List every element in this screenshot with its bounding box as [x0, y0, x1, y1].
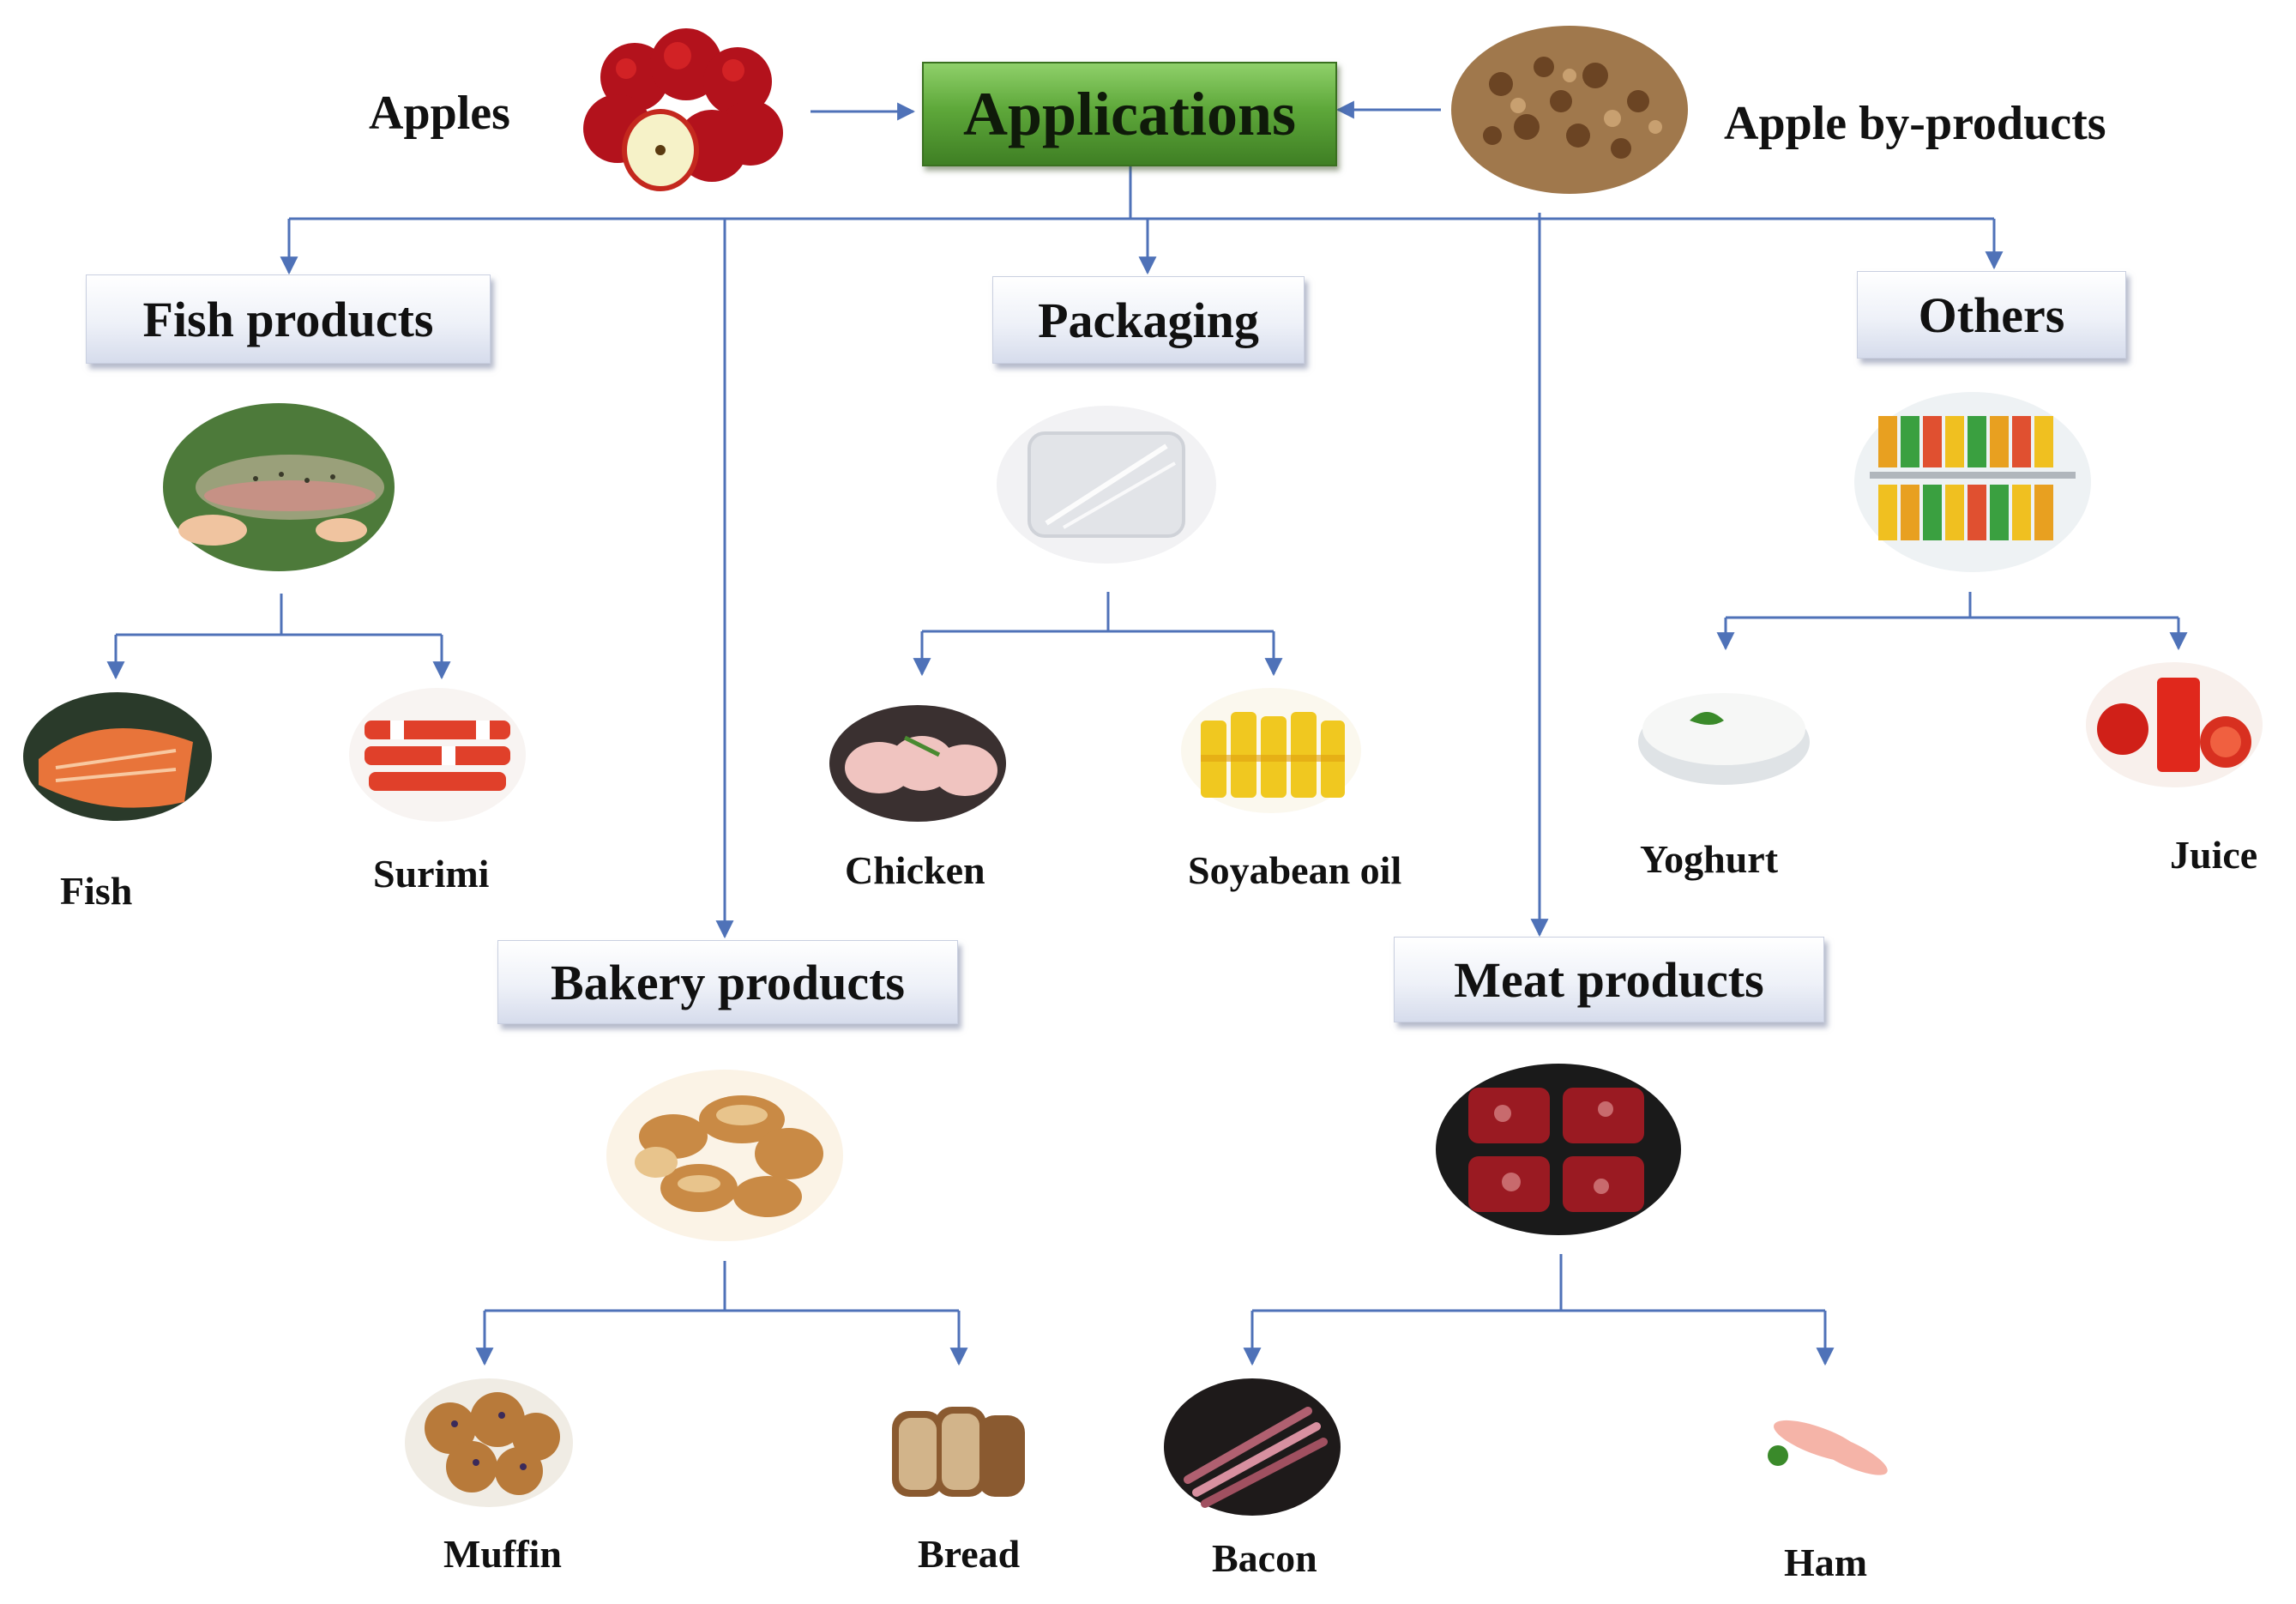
- yoghurt-label: Yoghurt: [1640, 837, 1779, 881]
- bakery-products-image: [605, 1068, 845, 1244]
- yoghurt-image: [1630, 660, 1818, 798]
- packaging-image: [995, 403, 1218, 566]
- apple-byproducts-label: Apple by-products: [1724, 97, 2106, 150]
- packaging-box: Packaging: [992, 276, 1305, 364]
- others-image: [1853, 390, 2093, 575]
- chicken-image: [828, 703, 1008, 823]
- surimi-label: Surimi: [373, 852, 490, 895]
- fish-label: Fish: [60, 869, 133, 913]
- chicken-label: Chicken: [845, 848, 985, 892]
- ham-label: Ham: [1784, 1541, 1868, 1584]
- bread-image: [866, 1377, 1046, 1514]
- juice-image: [2084, 660, 2264, 789]
- others-box: Others: [1857, 271, 2126, 359]
- bakery-products-box: Bakery products: [497, 940, 958, 1024]
- meat-products-image: [1434, 1062, 1683, 1238]
- bacon-label: Bacon: [1212, 1536, 1317, 1580]
- bacon-image: [1162, 1377, 1342, 1518]
- apple-byproducts-image: [1449, 24, 1690, 196]
- soyabean-oil-image: [1179, 686, 1364, 815]
- apples-label: Apples: [369, 87, 510, 140]
- fish-image: [21, 690, 214, 823]
- muffin-image: [403, 1377, 575, 1510]
- soyabean-oil-label: Soyabean oil: [1188, 848, 1402, 892]
- bread-label: Bread: [918, 1532, 1021, 1576]
- ham-image: [1737, 1402, 1908, 1497]
- muffin-label: Muffin: [443, 1532, 562, 1576]
- juice-label: Juice: [2170, 833, 2258, 877]
- applications-node: Applications: [922, 62, 1337, 166]
- meat-products-box: Meat products: [1394, 937, 1824, 1022]
- apples-image: [566, 17, 798, 197]
- surimi-image: [347, 686, 527, 823]
- fish-products-image: [161, 401, 397, 573]
- fish-products-box: Fish products: [86, 274, 491, 364]
